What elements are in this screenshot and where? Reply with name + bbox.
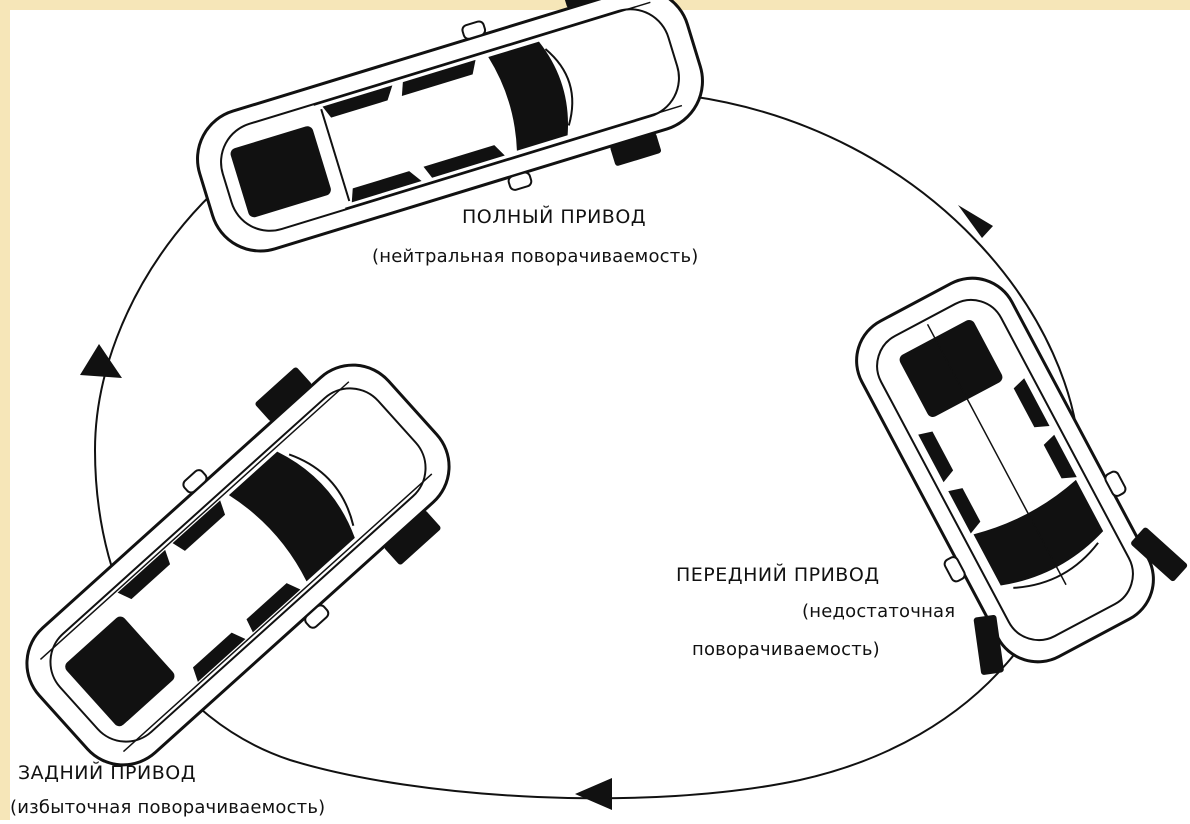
- direction-arrow-icon: [575, 778, 612, 810]
- direction-arrow-icon: [80, 344, 122, 378]
- fwd-subtitle-line1: (недостаточная: [802, 601, 956, 622]
- rwd-title: ЗАДНИЙ ПРИВОД: [18, 762, 197, 784]
- fwd-subtitle-line2: поворачиваемость): [692, 639, 880, 660]
- awd-subtitle: (нейтральная поворачиваемость): [372, 246, 699, 267]
- fwd-title: ПЕРЕДНИЙ ПРИВОД: [676, 564, 880, 586]
- awd-title: ПОЛНЫЙ ПРИВОД: [462, 206, 647, 228]
- car-top-view-icon: [196, 0, 704, 253]
- rwd-subtitle: (избыточная поворачиваемость): [10, 797, 326, 818]
- car-top-view-icon: [855, 276, 1188, 675]
- direction-arrow-icon: [958, 205, 993, 238]
- car-top-view-icon: [25, 363, 451, 767]
